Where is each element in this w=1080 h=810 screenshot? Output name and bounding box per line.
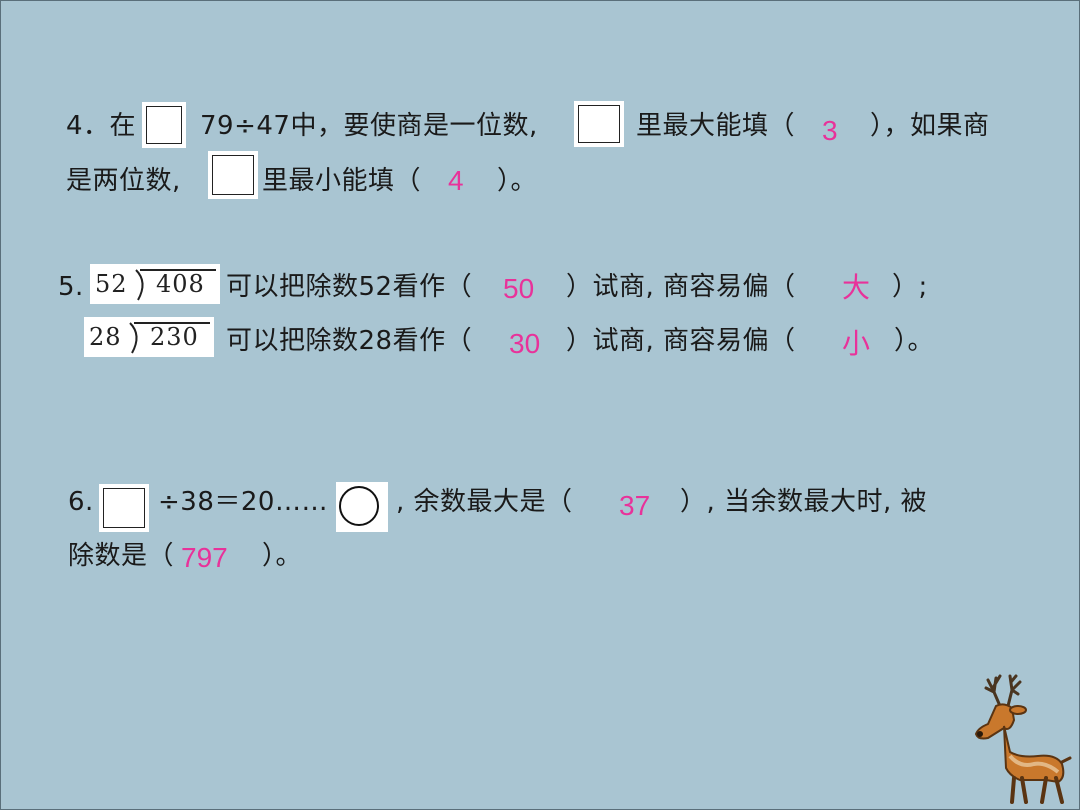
dividend: 230 bbox=[150, 323, 199, 351]
q4-answer-2: 4 bbox=[448, 165, 464, 196]
q4-number: 4．在 bbox=[66, 111, 137, 141]
divisor: 28 bbox=[89, 323, 122, 351]
deer-icon bbox=[974, 674, 1072, 804]
q4-text: 是两位数, bbox=[66, 166, 181, 196]
long-division-box: 52 408 bbox=[90, 264, 220, 304]
q5-text: ）试商, 商容易偏（ bbox=[566, 326, 796, 356]
dividend: 408 bbox=[156, 270, 205, 298]
division-bracket-icon bbox=[129, 322, 138, 354]
q6-answer: 797 bbox=[181, 542, 228, 573]
divisor: 52 bbox=[95, 270, 128, 298]
q4-text: 里最大能填（ bbox=[636, 111, 796, 141]
q6-text: ）。 bbox=[262, 541, 303, 571]
division-bracket-icon bbox=[135, 269, 144, 301]
blank-box[interactable] bbox=[142, 102, 186, 148]
blank-box[interactable] bbox=[208, 151, 258, 199]
q6-text: ）, 当余数最大时, 被 bbox=[680, 487, 928, 517]
q6-number: 6. bbox=[68, 487, 94, 517]
q5-text: ）试商, 商容易偏（ bbox=[566, 272, 796, 302]
q5-number: 5. bbox=[58, 272, 84, 302]
q6-expression: ÷38＝20…… bbox=[158, 487, 328, 517]
q6-text: 除数是（ bbox=[68, 541, 175, 571]
q6-text: , 余数最大是（ bbox=[396, 487, 573, 517]
q6-answer: 37 bbox=[619, 490, 651, 521]
q4-text: ）。 bbox=[497, 166, 538, 196]
q5-answer: 50 bbox=[503, 273, 535, 304]
q4-text: ），如果商 bbox=[870, 111, 990, 141]
q5-answer: 大 bbox=[842, 272, 871, 303]
q4-expression: 79÷47中，要使商是一位数, bbox=[200, 111, 538, 141]
long-division-box: 28 230 bbox=[84, 317, 214, 357]
q5-answer: 30 bbox=[509, 328, 541, 359]
q4-text: 里最小能填（ bbox=[262, 166, 422, 196]
q4-answer-1: 3 bbox=[822, 115, 838, 146]
blank-box[interactable] bbox=[99, 484, 149, 532]
q5-text: ）; bbox=[892, 272, 928, 302]
remainder-circle[interactable] bbox=[336, 482, 388, 532]
q5-text: 可以把除数52看作（ bbox=[226, 272, 473, 302]
q5-text: 可以把除数28看作（ bbox=[226, 326, 473, 356]
blank-box[interactable] bbox=[574, 101, 624, 147]
q5-answer: 小 bbox=[842, 328, 871, 359]
q5-text: ）。 bbox=[894, 326, 935, 356]
